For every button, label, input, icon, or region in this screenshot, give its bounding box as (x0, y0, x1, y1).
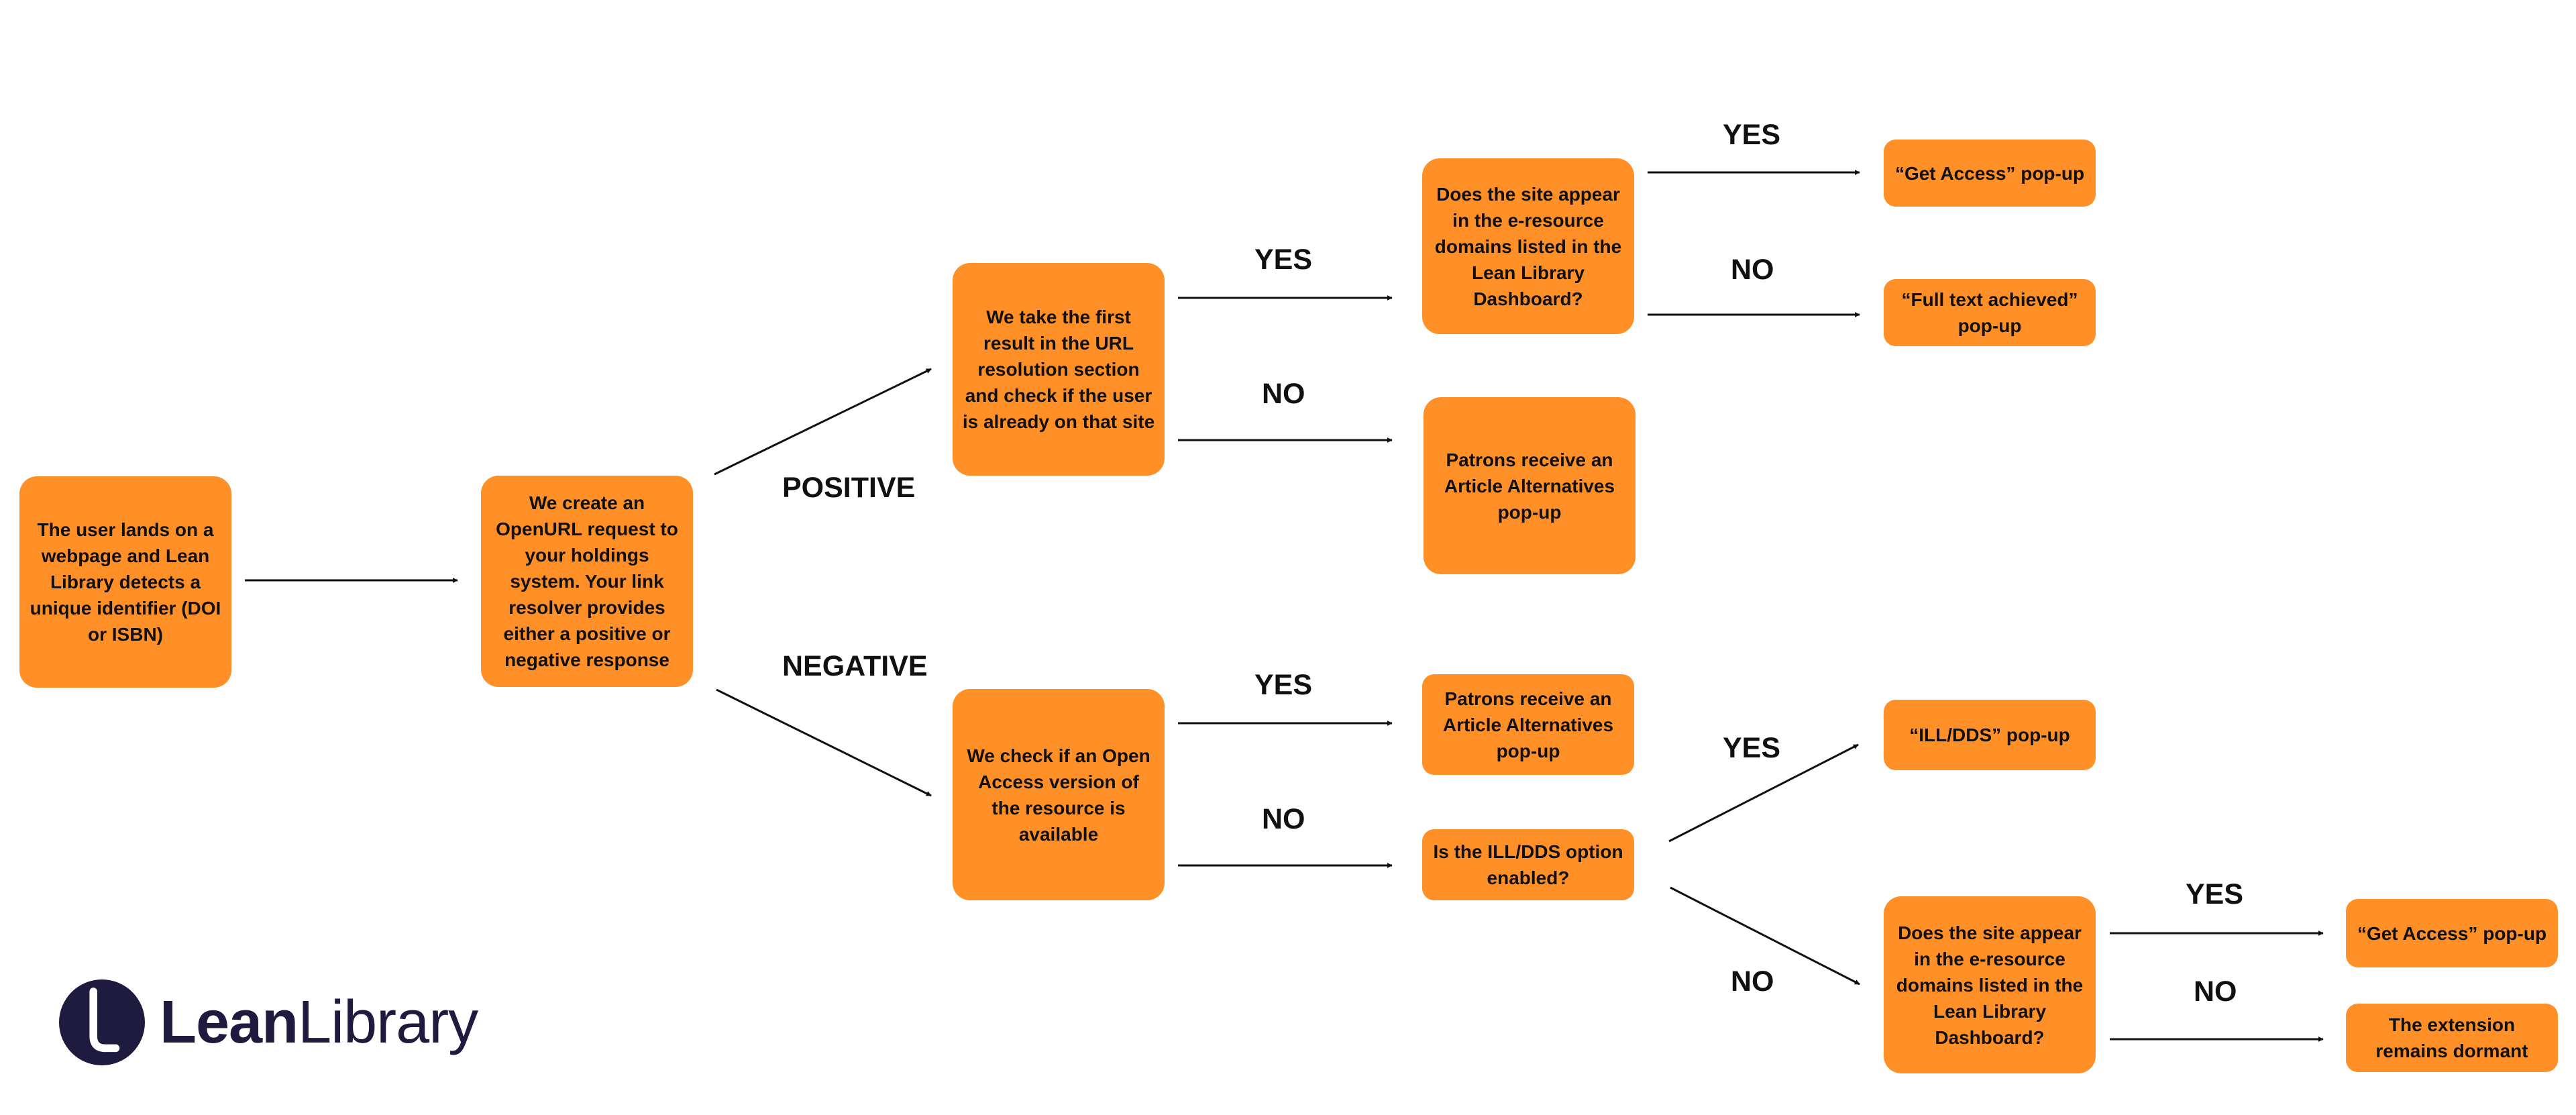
label-yes-ill: YES (1723, 732, 1781, 764)
label-yes-site-1: YES (1723, 119, 1781, 151)
node-site-appear-1: Does the site appear in the e-resource d… (1422, 158, 1634, 334)
node-get-access-1: “Get Access” pop-up (1884, 140, 2096, 207)
label-no-open-access: NO (1262, 803, 1305, 835)
node-article-alt-1: Patrons receive an Article Alternatives … (1424, 397, 1635, 574)
label-no-site-1: NO (1731, 254, 1774, 286)
node-site-appear-2: Does the site appear in the e-resource d… (1884, 896, 2096, 1073)
node-openurl: We create an OpenURL request to your hol… (481, 476, 693, 687)
label-no-site-2: NO (2194, 975, 2237, 1008)
logo-word-library: Library (298, 989, 478, 1056)
lean-library-logo: LeanLibrary (59, 979, 478, 1065)
arrow-negative (716, 688, 932, 797)
arrow-no-site-appear-2 (1670, 886, 1860, 986)
node-article-alt-2: Patrons receive an Article Alternatives … (1422, 674, 1634, 775)
arrow-yes-ill-popup (1668, 743, 1859, 843)
node-dormant: The extension remains dormant (2346, 1004, 2558, 1072)
label-yes-site-2: YES (2186, 878, 2244, 910)
label-no-first: NO (1262, 378, 1305, 410)
label-yes-first: YES (1254, 244, 1313, 276)
node-get-access-2: “Get Access” pop-up (2346, 899, 2558, 967)
lean-library-logo-icon (59, 979, 145, 1065)
label-no-ill: NO (1731, 965, 1774, 998)
logo-word-lean: Lean (160, 989, 299, 1056)
node-ill-enabled: Is the ILL/DDS option enabled? (1422, 829, 1634, 900)
node-first-result: We take the first result in the URL reso… (953, 263, 1165, 476)
node-ill-popup: “ILL/DDS” pop-up (1884, 700, 2096, 770)
label-negative: NEGATIVE (782, 650, 928, 682)
label-yes-open-access: YES (1254, 669, 1313, 701)
label-positive: POSITIVE (782, 472, 916, 504)
node-full-text: “Full text achieved” pop-up (1884, 279, 2096, 346)
node-start: The user lands on a webpage and Lean Lib… (19, 476, 231, 688)
node-open-access: We check if an Open Access version of th… (953, 689, 1165, 900)
logo-wordmark: LeanLibrary (160, 992, 478, 1053)
arrow-positive (714, 368, 932, 476)
